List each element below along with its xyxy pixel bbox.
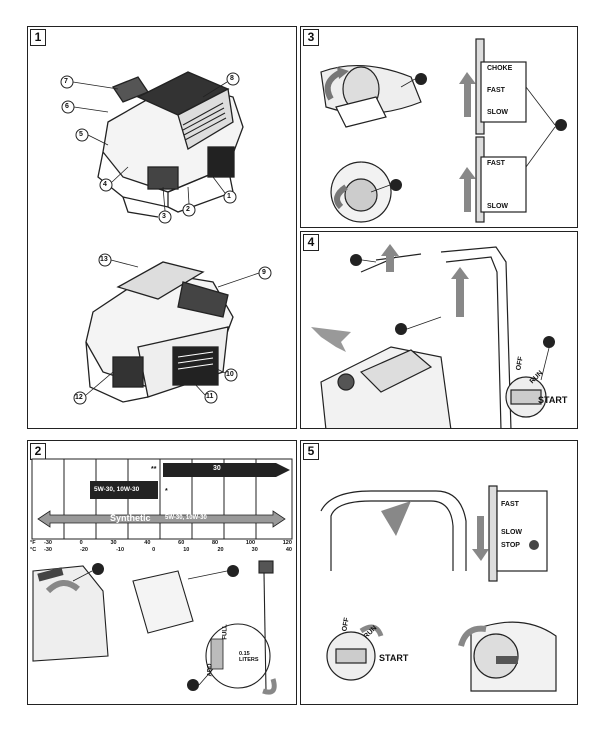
fast-label-top: FAST — [487, 87, 505, 94]
band-synthetic-label: Synthetic — [110, 513, 151, 523]
choke-primer-illustration — [320, 38, 567, 223]
start-label: START — [379, 653, 409, 663]
callout-5: 5 — [79, 131, 83, 138]
callout-6: 6 — [65, 103, 69, 110]
double-star-note: ** — [151, 466, 157, 473]
temp-f: 100 — [245, 540, 256, 546]
unit-f: °F — [30, 540, 36, 546]
temp-c: 10 — [183, 547, 190, 553]
callout-2: 2 — [186, 206, 190, 213]
temp-f: -30 — [44, 540, 52, 546]
capacity-label: 0.15 LITERS — [239, 651, 259, 663]
temp-c: 0 — [152, 547, 156, 553]
temp-f: 40 — [144, 540, 151, 546]
panel-2: 2 30 ** 5W-30, 10W-30 * Synthetic 5W-30, — [27, 440, 297, 705]
fast-label: FAST — [501, 501, 519, 508]
callout-13: 13 — [100, 256, 108, 263]
stop-label: STOP — [501, 542, 520, 549]
band-synthetic-grades: 5W-30, 10W-30 — [165, 515, 207, 521]
panel-3: 3 CHOKE FAST SLOW FAST SLOW — [300, 26, 578, 228]
callout-11: 11 — [206, 393, 214, 400]
temp-c: 30 — [251, 547, 258, 553]
fast-label-bottom: FAST — [487, 160, 505, 167]
temps-f-row: -30 0 30 40 60 80 100 120 — [44, 540, 292, 546]
choke-label: CHOKE — [487, 65, 513, 72]
temp-c: -10 — [116, 547, 125, 553]
engine-illustration — [60, 71, 272, 405]
panel-number: 1 — [30, 29, 46, 46]
dipstick-full-label: FULL — [222, 624, 229, 640]
temp-f: 0 — [79, 540, 83, 546]
callout-7: 7 — [64, 78, 68, 85]
temp-f: 120 — [282, 540, 292, 546]
slow-label-top: SLOW — [487, 109, 508, 116]
callout-10: 10 — [226, 371, 234, 378]
oil-chart-illustration — [31, 458, 293, 695]
band-multigrade-label: 5W-30, 10W-30 — [94, 486, 140, 493]
panel-1: 1 — [27, 26, 297, 429]
callout-12: 12 — [75, 394, 83, 401]
band-30-label: 30 — [213, 465, 221, 472]
temp-f: 80 — [211, 540, 219, 546]
temp-c: 20 — [217, 547, 224, 553]
start-handle-illustration — [311, 244, 555, 428]
star-note: * — [165, 488, 168, 495]
slow-label-bottom: SLOW — [487, 203, 508, 210]
temp-f: 60 — [178, 540, 185, 546]
callout-4: 4 — [103, 181, 107, 188]
stop-engine-illustration — [320, 485, 557, 692]
panel-number: 3 — [303, 29, 319, 46]
dipstick-add-label: ADD — [207, 663, 214, 677]
callout-3: 3 — [162, 213, 166, 220]
start-label: START — [538, 395, 568, 405]
slow-label: SLOW — [501, 529, 522, 536]
panel-number: 4 — [303, 234, 319, 251]
temps-c-row: -30 -20 -10 0 10 20 30 40 — [44, 547, 292, 553]
panel-4: 4 OFF RUN START — [300, 231, 578, 429]
temp-c: -30 — [44, 547, 52, 553]
callout-1: 1 — [227, 193, 231, 200]
temp-c: 40 — [285, 547, 292, 553]
panel-5: 5 FAST SLOW STOP OFF RUN START — [300, 440, 578, 705]
temp-f: 30 — [110, 540, 117, 546]
panel-number: 5 — [303, 443, 319, 460]
callout-8: 8 — [230, 75, 234, 82]
callout-9: 9 — [262, 269, 266, 276]
unit-c: °C — [30, 547, 37, 553]
temp-c: -20 — [80, 547, 88, 553]
